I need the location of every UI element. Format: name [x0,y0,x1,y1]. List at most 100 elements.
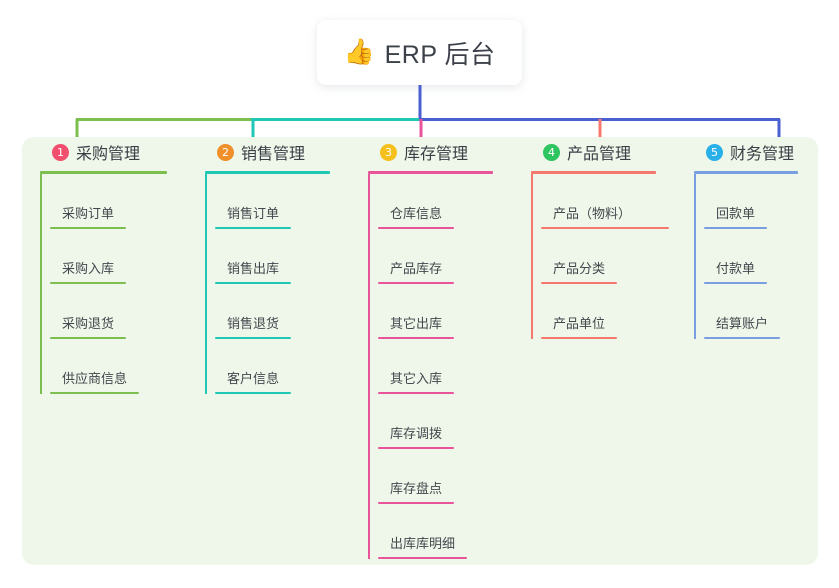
branch-header-rule-1 [40,171,167,174]
branch-spine-4 [531,174,533,339]
branch-item[interactable]: 其它出库 [378,284,513,339]
branch-item[interactable]: 销售出库 [215,229,350,284]
branch-item-rule [541,337,617,339]
branch-item-label: 产品（物料） [553,206,632,221]
branch-item[interactable]: 产品分类 [541,229,676,284]
branch-item[interactable]: 采购订单 [50,174,187,229]
branch-item-label: 采购订单 [62,206,115,221]
branch-item[interactable]: 产品库存 [378,229,513,284]
branch-item-label: 回款单 [716,206,756,221]
branch-items-5: 回款单付款单结算账户 [694,174,818,339]
branch-item[interactable]: 销售退货 [215,284,350,339]
branch-item[interactable]: 回款单 [704,174,818,229]
branch-spine-5 [694,174,696,339]
branch-item-label: 仓库信息 [390,206,443,221]
branch-badge-2: 2 [217,143,234,161]
branch-header-rule-3 [368,171,493,174]
branch-item-label: 产品单位 [553,316,606,331]
branch-item[interactable]: 供应商信息 [50,339,187,394]
branch-item-label: 采购退货 [62,316,115,331]
branch-header-1[interactable]: 1 采购管理 [40,137,187,167]
root-node-card[interactable]: 👍 ERP 后台 [317,20,522,85]
branch-column-2: 2 销售管理销售订单销售出库销售退货客户信息 [187,137,350,394]
branch-item[interactable]: 采购入库 [50,229,187,284]
branch-header-5[interactable]: 5 财务管理 [694,137,818,167]
branch-item-rule [215,392,291,394]
branch-badge-3: 3 [380,143,397,161]
branch-item-label: 出库库明细 [390,536,456,551]
branch-item[interactable]: 仓库信息 [378,174,513,229]
branch-item-rule [50,337,126,339]
branch-item-rule [50,227,126,229]
branch-item[interactable]: 产品单位 [541,284,676,339]
branch-badge-4: 4 [543,143,560,161]
branch-item-rule [704,337,780,339]
branch-item-rule [378,502,454,504]
branch-header-rule-2 [205,171,330,174]
branch-item-label: 库存盘点 [390,481,443,496]
branch-item-label: 付款单 [716,261,756,276]
branch-header-rule-4 [531,171,656,174]
branch-item-label: 结算账户 [716,316,769,331]
branch-item-rule [215,227,291,229]
branch-item[interactable]: 其它入库 [378,339,513,394]
branch-item[interactable]: 库存调拨 [378,394,513,449]
branch-item-label: 采购入库 [62,261,115,276]
branch-item-rule [50,392,139,394]
branch-item[interactable]: 库存盘点 [378,449,513,504]
branch-item-label: 销售订单 [227,206,280,221]
root-node-title: ERP 后台 [384,40,496,69]
branch-spine-1 [40,174,42,394]
branch-spine-3 [368,174,370,559]
branch-item[interactable]: 产品（物料） [541,174,676,229]
branch-item-rule [704,282,767,284]
branch-title-2: 销售管理 [241,146,306,163]
thumbs-up-icon: 👍 [343,38,375,66]
branch-column-1: 1 采购管理采购订单采购入库采购退货供应商信息 [22,137,187,394]
branch-item-rule [378,447,454,449]
branch-item-rule [378,392,454,394]
branch-item-label: 产品库存 [390,261,443,276]
branch-title-4: 产品管理 [567,146,632,163]
branch-items-2: 销售订单销售出库销售退货客户信息 [205,174,350,394]
branch-item-rule [378,282,454,284]
branch-column-5: 5 财务管理回款单付款单结算账户 [676,137,818,339]
branch-header-4[interactable]: 4 产品管理 [531,137,676,167]
branch-column-4: 4 产品管理产品（物料） 产品分类产品单位 [513,137,676,339]
branch-item-rule [378,557,467,559]
branch-item[interactable]: 销售订单 [215,174,350,229]
branch-item-label: 产品分类 [553,261,606,276]
branch-item-rule [215,282,291,284]
branch-item[interactable]: 出库库明细 [378,504,513,559]
branch-header-rule-5 [694,171,798,174]
branch-item-label: 销售退货 [227,316,280,331]
branch-title-5: 财务管理 [730,146,795,163]
branch-item[interactable]: 客户信息 [215,339,350,394]
branch-title-1: 采购管理 [76,146,141,163]
branch-item-label: 库存调拨 [390,426,443,441]
branch-item-label: 其它出库 [390,316,443,331]
branch-spine-2 [205,174,207,394]
branch-item-rule [378,337,454,339]
branch-item-rule [704,227,767,229]
branch-badge-1: 1 [52,143,69,161]
branch-header-2[interactable]: 2 销售管理 [205,137,350,167]
branch-item-rule [215,337,291,339]
branch-item-label: 其它入库 [390,371,443,386]
branch-item-rule [541,227,669,229]
branch-item-rule [378,227,454,229]
branch-items-3: 仓库信息产品库存其它出库其它入库库存调拨库存盘点出库库明细 [368,174,513,559]
branch-item-label: 销售出库 [227,261,280,276]
branch-item-label: 客户信息 [227,371,280,386]
diagram-panel [22,137,818,565]
branch-item[interactable]: 采购退货 [50,284,187,339]
branch-columns: 1 采购管理采购订单采购入库采购退货供应商信息 2 销售管理销售订单销售出库销售退货客… [22,137,818,565]
branch-items-1: 采购订单采购入库采购退货供应商信息 [40,174,187,394]
branch-item[interactable]: 结算账户 [704,284,818,339]
branch-item[interactable]: 付款单 [704,229,818,284]
branch-badge-5: 5 [706,143,723,161]
branch-item-rule [541,282,617,284]
branch-items-4: 产品（物料） 产品分类产品单位 [531,174,676,339]
